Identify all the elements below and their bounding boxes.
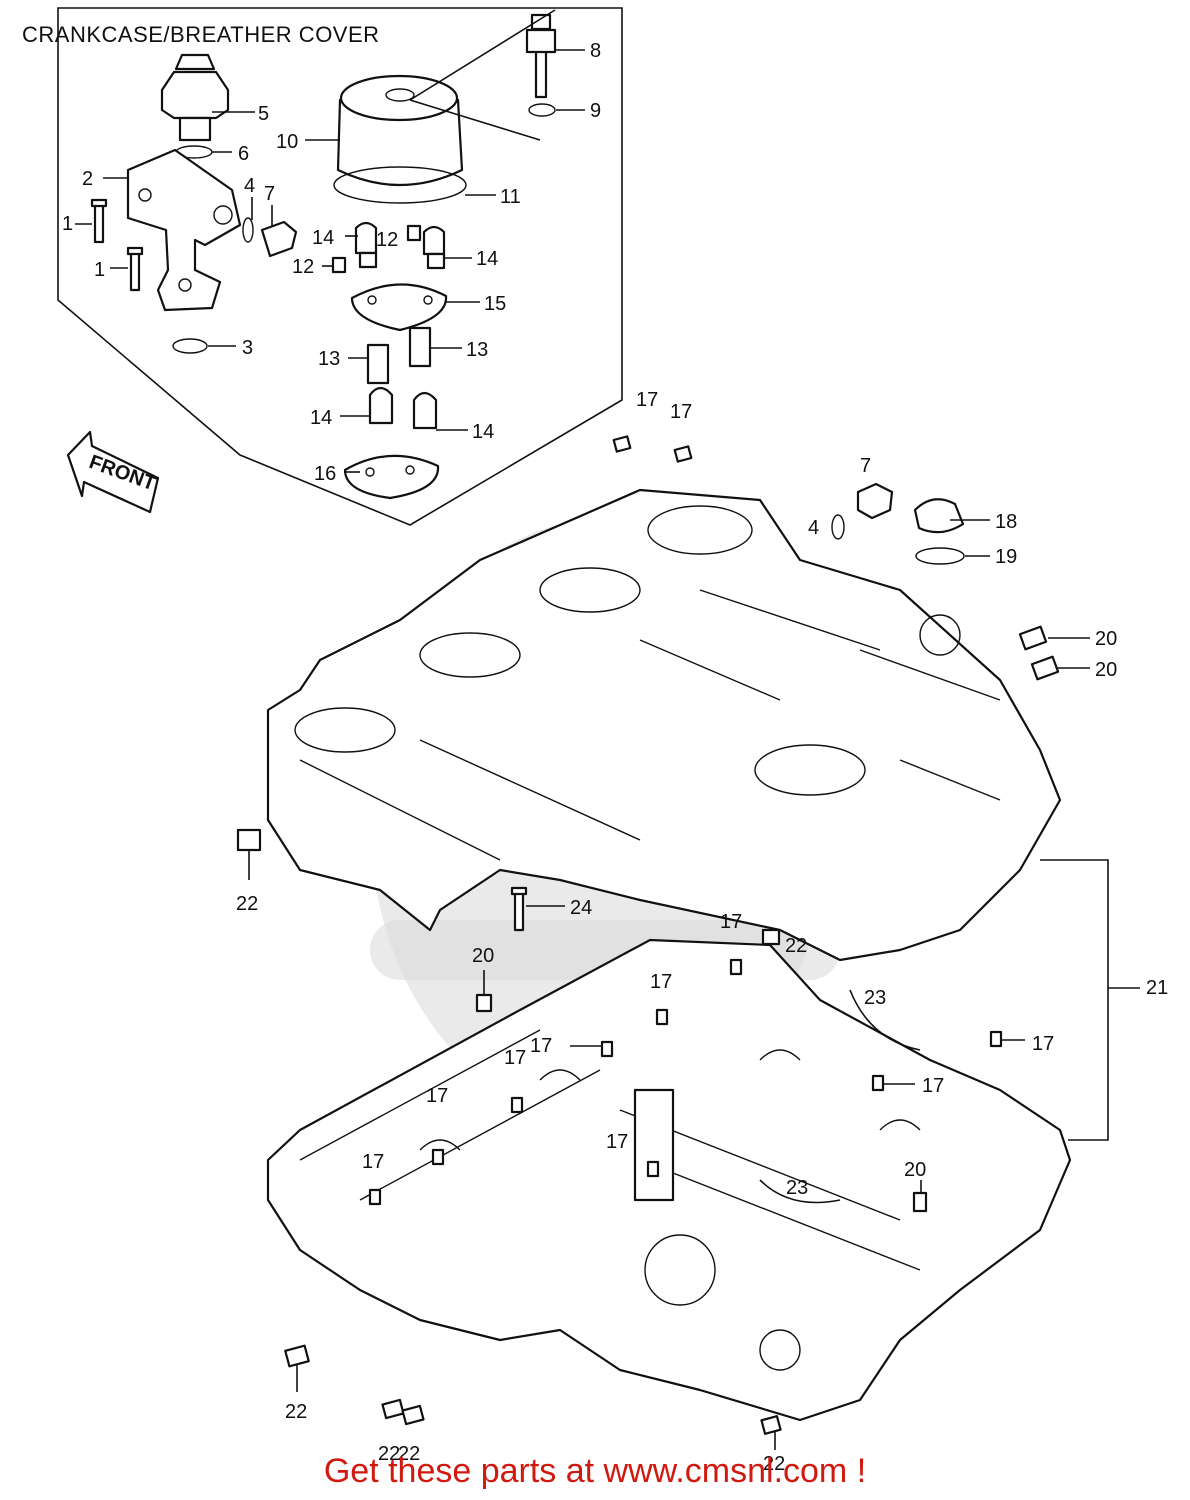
callout-20d: 20 — [904, 1159, 926, 1181]
callout-14d: 14 — [472, 421, 494, 443]
callout-13b: 13 — [466, 339, 488, 361]
callout-22d: 22 — [378, 1443, 400, 1465]
callout-4a: 4 — [244, 175, 255, 197]
callout-17c: 17 — [720, 911, 742, 933]
callout-20b: 20 — [1095, 659, 1117, 681]
callout-18: 18 — [995, 511, 1017, 533]
callout-16: 16 — [314, 463, 336, 485]
callout-22f: 22 — [763, 1453, 785, 1475]
callout-3: 3 — [242, 337, 253, 359]
callout-11: 11 — [500, 186, 521, 208]
callout-20c: 20 — [472, 945, 494, 967]
callout-17d: 17 — [650, 971, 672, 993]
callout-17k: 17 — [362, 1151, 384, 1173]
callout-5: 5 — [258, 103, 269, 125]
breather-assembly — [90, 13, 557, 500]
callout-19: 19 — [995, 546, 1017, 568]
front-direction-arrow: FRONT — [66, 430, 160, 514]
callout-15: 15 — [484, 293, 506, 315]
callout-7b: 7 — [860, 455, 871, 477]
callout-22c: 22 — [285, 1401, 307, 1423]
callout-24: 24 — [570, 897, 592, 919]
callout-14b: 14 — [476, 248, 498, 270]
lower-crankcase — [266, 938, 1072, 1422]
callout-1b: 1 — [94, 259, 105, 281]
leader-lines — [75, 9, 1140, 1450]
callout-1a: 1 — [62, 213, 73, 235]
callout-9: 9 — [590, 100, 601, 122]
callout-17j: 17 — [606, 1131, 628, 1153]
callout-4b: 4 — [808, 517, 819, 539]
callout-22b: 22 — [785, 935, 807, 957]
footer-link-text: Get these parts at www.cmsnl.com ! — [323, 1452, 867, 1490]
callout-23a: 23 — [864, 987, 886, 1009]
callout-8: 8 — [590, 40, 601, 62]
callout-6: 6 — [238, 143, 249, 165]
callout-21: 21 — [1146, 977, 1168, 999]
callout-23b: 23 — [786, 1177, 808, 1199]
callout-17i: 17 — [426, 1085, 448, 1107]
callout-10: 10 — [276, 131, 298, 153]
callout-17f: 17 — [530, 1035, 552, 1057]
callout-20a: 20 — [1095, 628, 1117, 650]
callout-22e: 22 — [398, 1443, 420, 1465]
upper-crankcase — [266, 488, 1062, 962]
callout-17b: 17 — [670, 401, 692, 423]
callout-17g: 17 — [504, 1047, 526, 1069]
callout-7a: 7 — [264, 183, 275, 205]
callout-13a: 13 — [318, 348, 340, 370]
breather-inset-frame — [57, 7, 623, 526]
small-parts — [236, 435, 1060, 1435]
callout-14a: 14 — [312, 227, 334, 249]
callout-12b: 12 — [292, 256, 314, 278]
diagram-title: CRANKCASE/BREATHER COVER — [22, 22, 380, 47]
callout-17a: 17 — [636, 389, 658, 411]
callout-17h: 17 — [922, 1075, 944, 1097]
callout-17e: 17 — [1032, 1033, 1054, 1055]
callout-12a: 12 — [376, 229, 398, 251]
callout-2: 2 — [82, 168, 93, 190]
callout-14c: 14 — [310, 407, 332, 429]
callout-labels: 5 6 2 1 1 4 7 3 10 11 8 9 14 12 12 14 15… — [62, 40, 1168, 1475]
callout-22a: 22 — [236, 893, 258, 915]
